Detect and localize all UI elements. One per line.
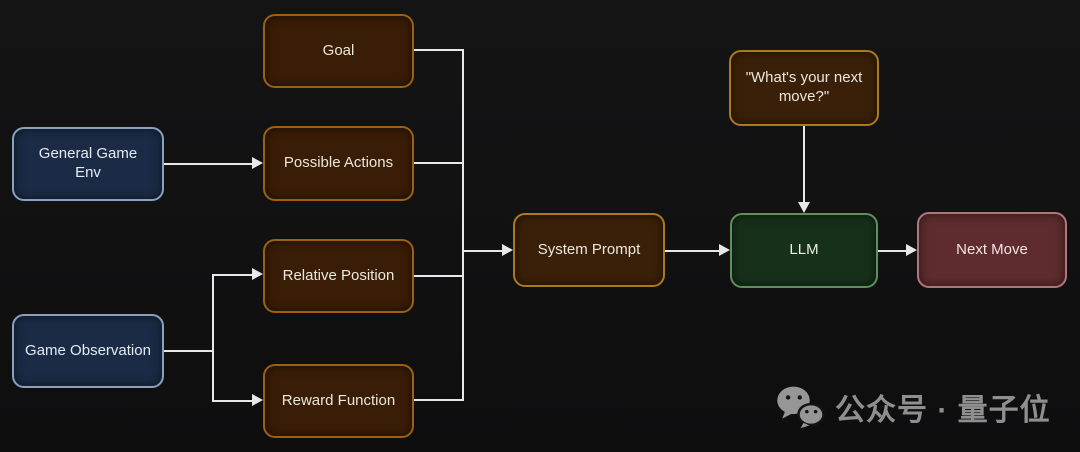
edge-observation-stub: [164, 350, 214, 352]
node-relative-position: Relative Position: [263, 239, 414, 313]
watermark-text: 公众号 · 量子位: [835, 394, 1051, 427]
edge-to-relative-position: [212, 274, 253, 276]
edge-prompt-to-llm: [665, 250, 720, 252]
edge-env-to-actions: [164, 163, 253, 165]
node-user-question: "What's your next move?": [729, 50, 879, 126]
node-llm: LLM: [730, 213, 878, 288]
edge-llm-to-next-move: [878, 250, 907, 252]
node-next-move: Next Move: [917, 212, 1067, 288]
node-reward-function: Reward Function: [263, 364, 414, 438]
edge-reward-out: [414, 399, 464, 401]
node-possible-actions: Possible Actions: [263, 126, 414, 201]
arrowhead-icon: [798, 202, 810, 213]
edge-observation-branch: [212, 274, 214, 402]
node-goal: Goal: [263, 14, 414, 88]
edge-goal-out: [414, 49, 464, 51]
edge-question-to-llm: [803, 126, 805, 203]
wechat-icon: [777, 386, 825, 429]
arrowhead-icon: [252, 157, 263, 169]
edge-collector: [462, 49, 464, 401]
node-general-game-env: General Game Env: [12, 127, 164, 201]
arrowhead-icon: [502, 244, 513, 256]
node-system-prompt: System Prompt: [513, 213, 665, 287]
edge-to-system-prompt: [464, 250, 503, 252]
node-game-observation: Game Observation: [12, 314, 164, 388]
arrowhead-icon: [252, 394, 263, 406]
arrowhead-icon: [719, 244, 730, 256]
edge-actions-out: [414, 162, 464, 164]
edge-relative-out: [414, 275, 464, 277]
arrowhead-icon: [906, 244, 917, 256]
edge-to-reward-function: [212, 400, 253, 402]
watermark: 公众号 · 量子位: [776, 384, 1051, 430]
arrowhead-icon: [252, 268, 263, 280]
